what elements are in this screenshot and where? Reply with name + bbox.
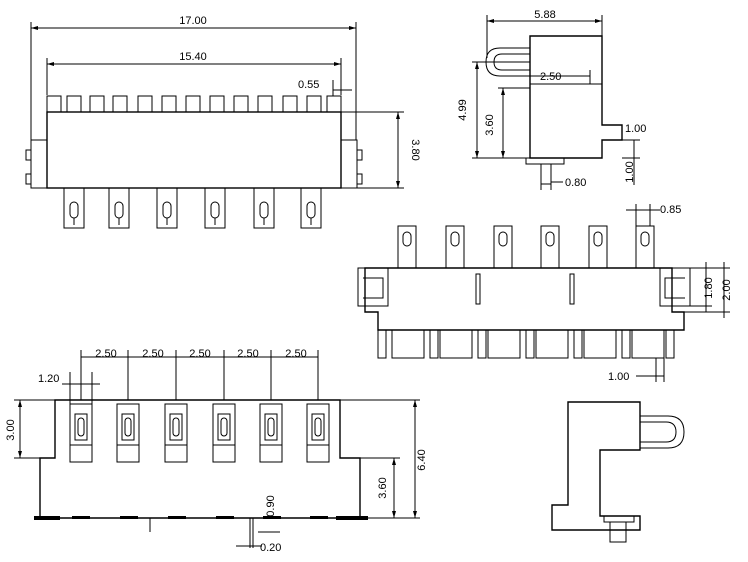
dim-contact-height: 3.00 <box>5 419 17 440</box>
front-view: 17.00 15.40 0.55 <box>25 15 421 229</box>
dim-pitch-5: 2.50 <box>285 348 306 360</box>
dim-pin-span: 15.40 <box>179 51 207 63</box>
dim-tab-height: 1.00 <box>624 161 636 182</box>
dim-pitch-3: 2.50 <box>189 348 210 360</box>
top-body <box>364 267 685 331</box>
dim-body-height: 3.80 <box>409 139 421 160</box>
dim-slot-width: 1.00 <box>608 371 629 383</box>
front-pins <box>63 187 322 229</box>
dim-pin-thickness: 0.20 <box>260 542 281 554</box>
dim-rear-body-height: 3.60 <box>377 477 389 498</box>
dim-pitch-1: 2.50 <box>95 348 116 360</box>
dim-side-body-height: 3.60 <box>484 114 496 135</box>
dim-side-total-height: 4.99 <box>457 99 469 120</box>
dim-pitch-4: 2.50 <box>237 348 258 360</box>
dim-pin-width: 0.80 <box>565 177 586 189</box>
top-pins <box>397 225 655 269</box>
dim-side-height: 2.00 <box>721 279 733 300</box>
top-view: 0.85 1.80 2.00 <box>357 204 733 383</box>
dim-overall-length: 17.00 <box>179 15 207 27</box>
side-body-2 <box>551 401 641 531</box>
dim-tab-width: 1.00 <box>625 123 646 135</box>
dim-overall-height: 6.40 <box>416 449 428 470</box>
dim-pitch-2: 2.50 <box>142 348 163 360</box>
dim-pin-width-top: 0.85 <box>660 204 681 216</box>
dim-clip-height: 1.80 <box>703 277 715 298</box>
side-view-2 <box>551 401 685 543</box>
dim-spring-depth: 2.50 <box>540 71 561 83</box>
dim-side-gap: 0.55 <box>298 79 319 91</box>
dim-pin-length: 0.90 <box>265 495 277 516</box>
dim-contact-width: 1.20 <box>38 373 59 385</box>
front-body <box>46 111 342 189</box>
rear-view: 2.50 2.50 2.50 2.50 2.50 1.20 3.00 <box>5 348 428 554</box>
side-body <box>529 35 623 159</box>
dim-side-width: 5.88 <box>534 9 555 21</box>
top-teeth <box>46 95 342 113</box>
side-view: 5.88 2.50 4.99 3.60 1.00 1.00 <box>457 9 646 190</box>
rear-contacts <box>69 403 330 463</box>
comb-teeth <box>377 329 675 359</box>
